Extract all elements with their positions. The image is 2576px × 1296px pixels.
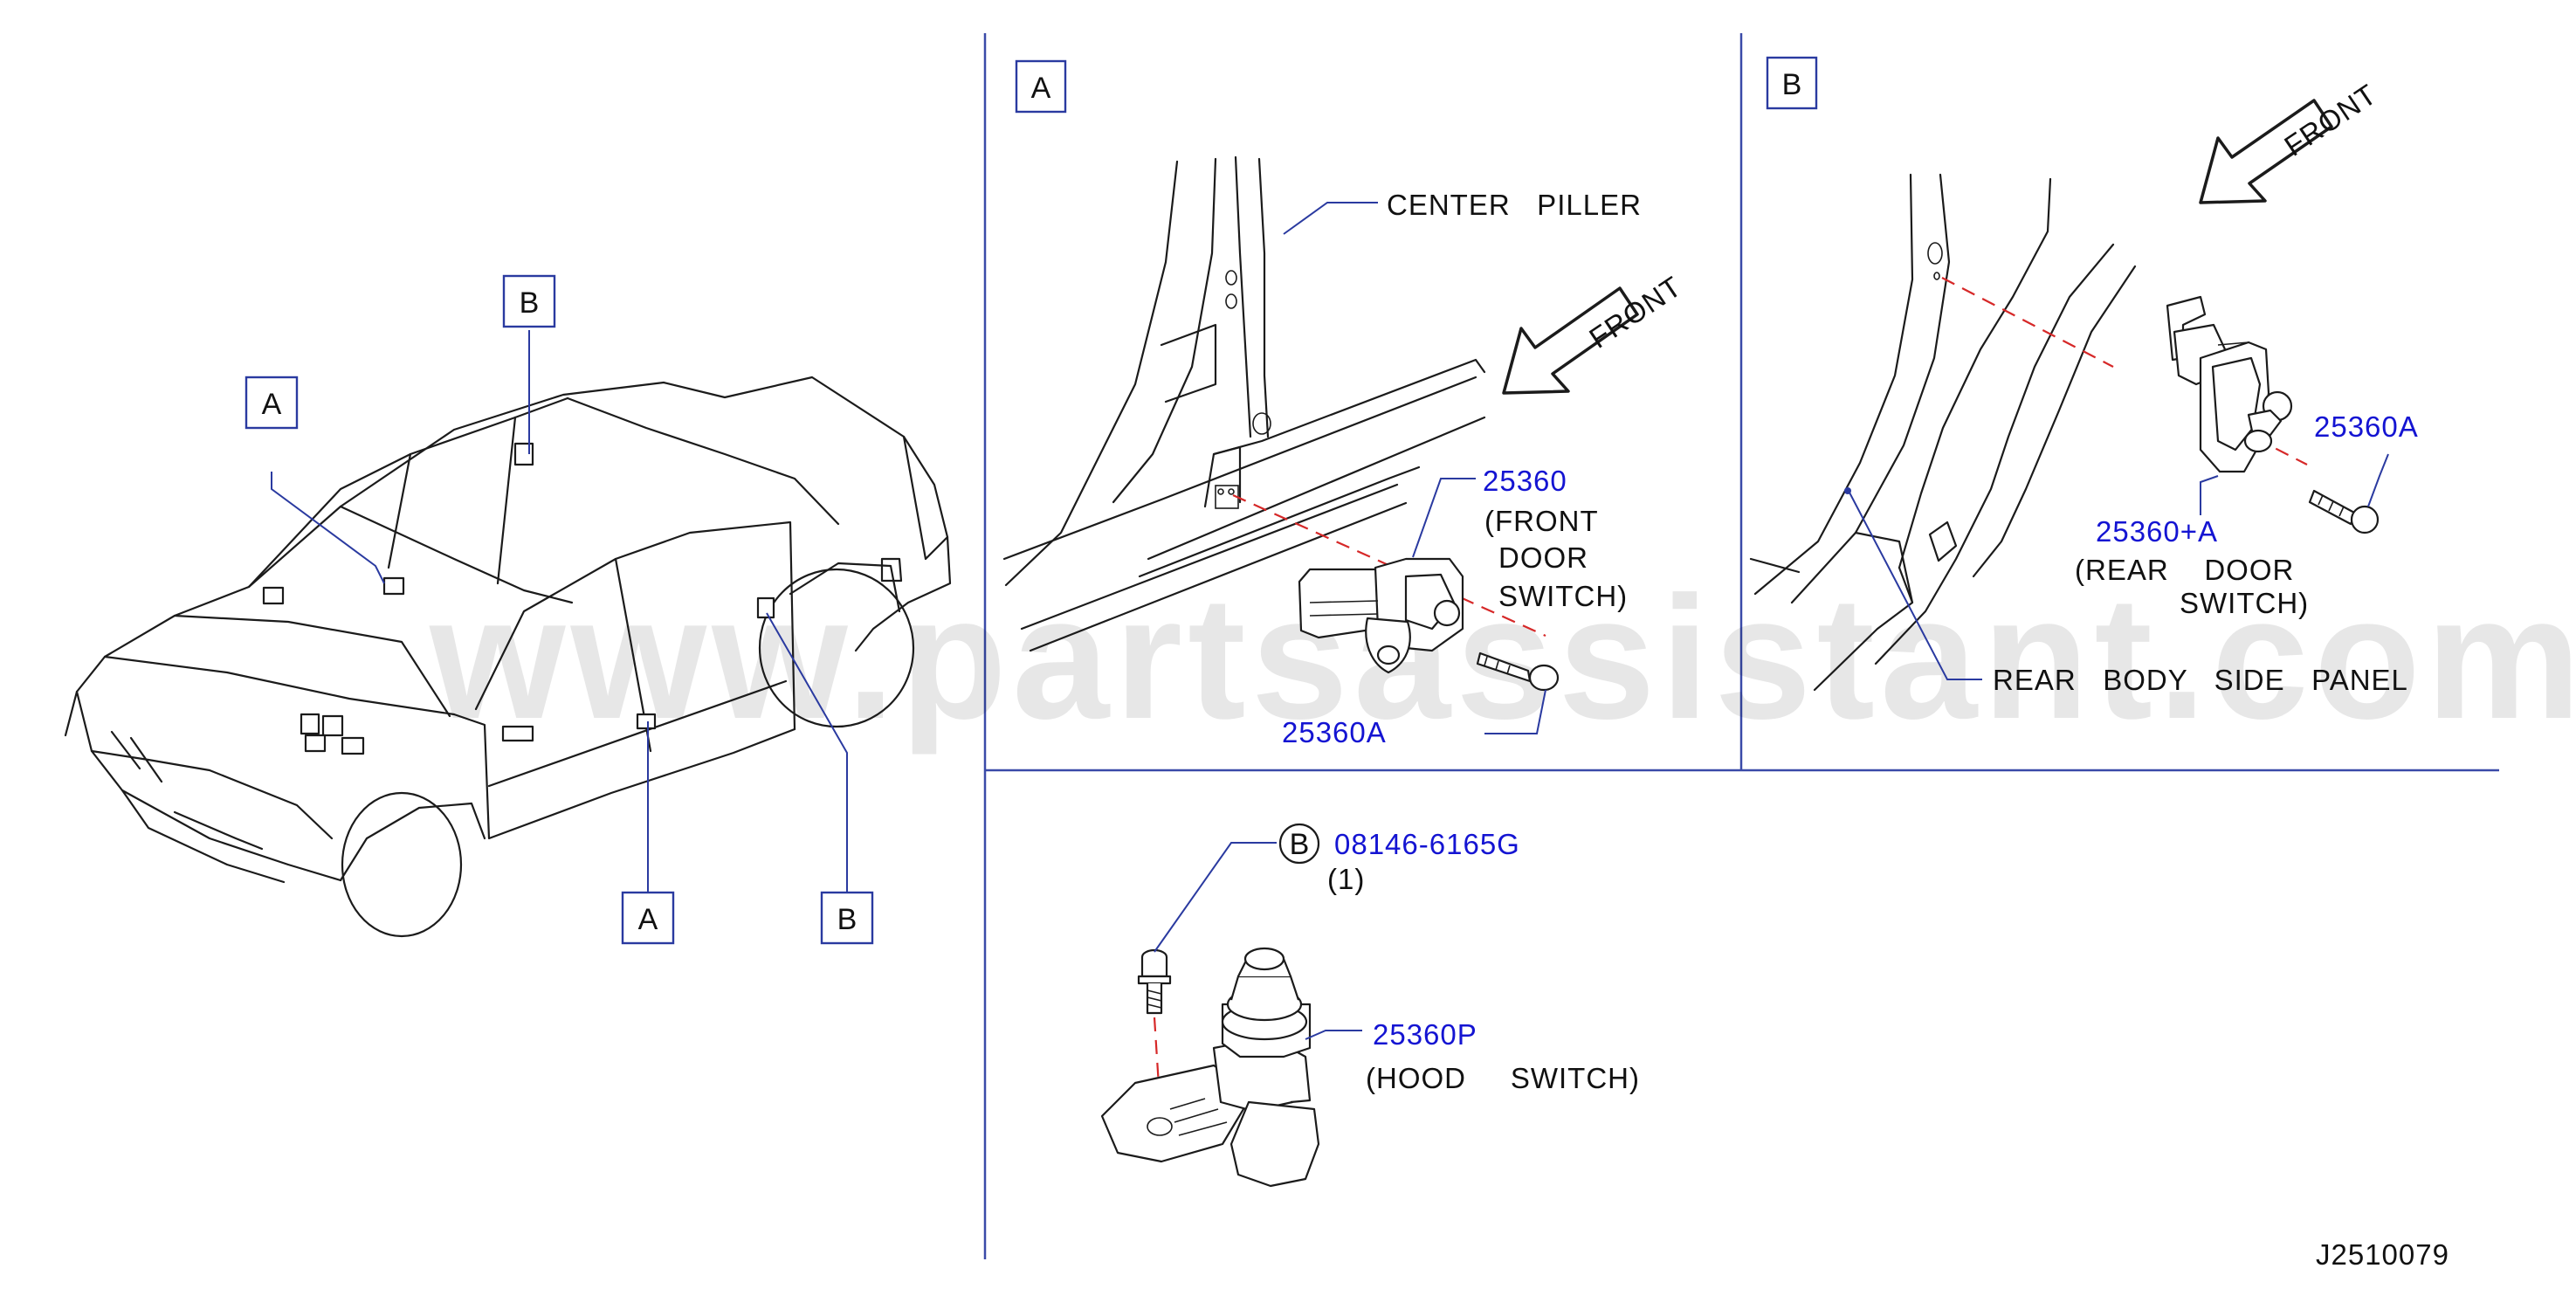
front-door-switch-desc-3: SWITCH) (1498, 580, 1628, 612)
panel-b-rear-door-switch: B (1749, 56, 2419, 696)
callout-a-bottom-label: A (638, 903, 658, 936)
car-switch-marker (756, 596, 775, 619)
panel-b-tag-label: B (1782, 68, 1802, 101)
leader-25360p (1305, 1030, 1362, 1040)
screw-25360a-part-b (2308, 489, 2380, 534)
front-door-switch-desc-2: DOOR (1498, 541, 1588, 574)
leader-25360a-a (1484, 689, 1546, 734)
front-label-b: FRONT (2278, 78, 2382, 162)
leader-25360a-b (2367, 453, 2389, 507)
watermark: www.partsassistant.com (429, 561, 2576, 755)
bolt-08146-part (1137, 948, 1172, 1015)
vehicle-overview: A B A B (64, 274, 952, 945)
callout-a-top: A (245, 376, 299, 430)
hood-switch-part (1100, 947, 1320, 1188)
callout-b-bottom-label: B (837, 903, 858, 936)
panel-b-tag: B (1766, 56, 1818, 110)
car-switch-marker (262, 586, 285, 605)
leader-b-bottom (766, 612, 848, 900)
part-number-25360p: 25360P (1373, 1018, 1477, 1051)
callout-a-top-label: A (262, 388, 282, 421)
hood-switch-desc: (HOOD SWITCH) (1366, 1062, 1640, 1094)
screw-25360a-part (1476, 651, 1560, 692)
hood-switch-cluster (300, 713, 365, 755)
rear-door-switch-desc-1: (REAR DOOR (2075, 554, 2294, 586)
front-arrow-a: FRONT (1502, 270, 1687, 395)
part-number-25360: 25360 (1483, 465, 1567, 497)
bolt-callout-b: B (1278, 823, 1320, 865)
part-number-08146-6165g: 08146-6165G (1334, 828, 1520, 860)
panel-a-tag-label: A (1031, 72, 1051, 105)
front-door-switch-part (1298, 557, 1464, 674)
panel-dividers (983, 33, 2499, 1259)
leader-rear-body-side-panel (1849, 492, 1982, 680)
drawing-id: J2510079 (2316, 1238, 2449, 1271)
car-handle (501, 725, 534, 742)
leader-a-top (271, 472, 385, 584)
leader-25360-plus-a (2200, 475, 2219, 515)
panel-a-tag: A (1015, 59, 1067, 114)
rear-door-switch-part (2166, 295, 2293, 473)
car-switch-marker (382, 576, 405, 596)
callout-b-top: B (502, 274, 556, 328)
panel-c-hood-switch: B 08146-6165G (1) 25360P (HOOD SWITCH) (1100, 823, 1640, 1188)
car-switch-marker (636, 713, 657, 730)
rear-door-switch-desc-2: SWITCH) (2180, 587, 2309, 619)
leader-center-piller (1283, 202, 1378, 235)
part-number-25360a-panel-b: 25360A (2314, 410, 2419, 443)
callout-a-bottom: A (621, 891, 675, 945)
front-door-switch-desc-1: (FRONT (1484, 505, 1599, 537)
bolt-callout-b-label: B (1290, 828, 1310, 861)
callout-b-bottom: B (820, 891, 874, 945)
leader-08146 (1154, 842, 1277, 953)
rear-body-side-panel-label: REAR BODY SIDE PANEL (1993, 664, 2408, 696)
leader-25360 (1412, 478, 1476, 558)
callout-b-top-label: B (520, 286, 540, 320)
bolt-quantity: (1) (1327, 863, 1365, 895)
panel-a-front-door-switch: A (1002, 59, 1687, 748)
center-piller-label: CENTER PILLER (1387, 189, 1642, 221)
part-number-25360a-panel-a: 25360A (1282, 716, 1387, 748)
front-arrow-b: FRONT (2199, 78, 2382, 204)
part-number-25360-plus-a: 25360+A (2096, 515, 2218, 548)
front-label-a: FRONT (1583, 270, 1687, 355)
